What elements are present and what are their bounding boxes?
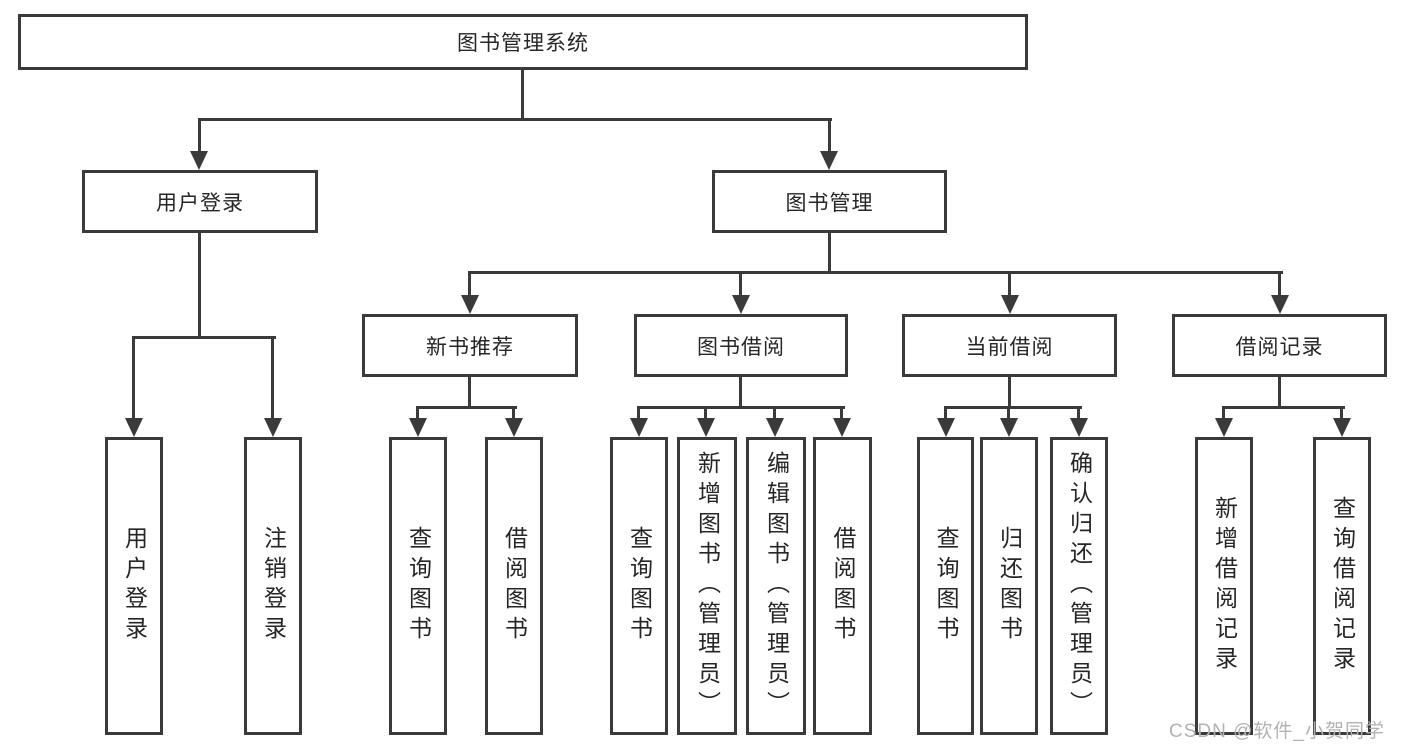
connector-new-book-stem <box>468 377 471 406</box>
arrowhead-down-icon <box>125 418 143 437</box>
connector-leaf <box>637 406 640 420</box>
arrowhead-down-icon <box>1070 418 1088 437</box>
connector-leaf <box>1340 406 1343 420</box>
connector-book-management-split <box>470 271 1283 274</box>
leaf-return-books: 归还图书 <box>980 437 1038 735</box>
connector-leaf <box>512 406 515 420</box>
leaf-add-books-admin: 新增图书（管理员） <box>677 437 737 735</box>
connector-leaf <box>704 406 707 420</box>
node-borrow-records: 借阅记录 <box>1172 314 1387 377</box>
leaf-confirm-return-admin: 确认归还（管理员） <box>1050 437 1108 735</box>
connector-root-stem <box>521 70 524 118</box>
arrowhead-down-icon <box>1215 418 1233 437</box>
connector-to-leaf-logout <box>271 336 274 420</box>
connector-to-leaf-user-login <box>132 336 135 420</box>
connector-leaf <box>944 406 947 420</box>
connector-leaf <box>1077 406 1080 420</box>
node-book-management: 图书管理 <box>712 170 947 233</box>
csdn-watermark: CSDN @软件_小贺同学 <box>1169 721 1385 742</box>
node-user-login: 用户登录 <box>82 170 318 233</box>
connector-book-borrow-stem <box>739 377 742 406</box>
connector-book-borrow-split <box>639 406 845 409</box>
arrowhead-down-icon <box>1001 295 1019 314</box>
arrowhead-down-icon <box>1271 295 1289 314</box>
connector-borrow-records-split <box>1224 406 1345 409</box>
node-book-borrow: 图书借阅 <box>634 314 848 377</box>
leaf-user-login: 用户登录 <box>105 437 163 735</box>
arrowhead-down-icon <box>833 418 851 437</box>
arrowhead-down-icon <box>190 151 208 170</box>
arrowhead-down-icon <box>264 418 282 437</box>
connector-leaf <box>416 406 419 420</box>
arrowhead-down-icon <box>937 418 955 437</box>
arrowhead-down-icon <box>766 418 784 437</box>
leaf-logout: 注销登录 <box>244 437 302 735</box>
arrowhead-down-icon <box>697 418 715 437</box>
arrowhead-down-icon <box>1000 418 1018 437</box>
leaf-add-borrow-record: 新增借阅记录 <box>1195 437 1253 735</box>
connector-user-login-split <box>134 336 276 339</box>
arrowhead-down-icon <box>732 295 750 314</box>
node-new-book-recommend: 新书推荐 <box>362 314 578 377</box>
connector-leaf <box>840 406 843 420</box>
connector-to-book-management <box>828 118 831 153</box>
leaf-query-borrow-record: 查询借阅记录 <box>1313 437 1371 735</box>
arrowhead-down-icon <box>409 418 427 437</box>
connector-leaf <box>773 406 776 420</box>
connector-borrow-records-stem <box>1278 377 1281 406</box>
leaf-borrow-books-recommend: 借阅图书 <box>485 437 543 735</box>
connector-to-current-borrow <box>1008 271 1011 297</box>
leaf-edit-books-admin: 编辑图书（管理员） <box>746 437 806 735</box>
connector-leaf <box>1222 406 1225 420</box>
leaf-query-books-current: 查询图书 <box>917 437 974 735</box>
connector-book-management-stem <box>828 233 831 271</box>
connector-to-user-login <box>198 118 201 153</box>
connector-to-book-borrow <box>739 271 742 297</box>
leaf-query-books-borrow: 查询图书 <box>610 437 668 735</box>
arrowhead-down-icon <box>505 418 523 437</box>
connector-user-login-stem <box>198 233 201 336</box>
arrowhead-down-icon <box>1333 418 1351 437</box>
arrowhead-down-icon <box>461 295 479 314</box>
node-current-borrow: 当前借阅 <box>902 314 1117 377</box>
connector-root-split <box>199 118 832 121</box>
node-library-management-system: 图书管理系统 <box>18 14 1028 70</box>
connector-to-borrow-records <box>1278 271 1281 297</box>
leaf-borrow-books: 借阅图书 <box>813 437 872 735</box>
connector-to-new-book <box>468 271 471 297</box>
arrowhead-down-icon <box>820 151 838 170</box>
connector-current-borrow-split <box>946 406 1082 409</box>
connector-leaf <box>1007 406 1010 420</box>
arrowhead-down-icon <box>630 418 648 437</box>
connector-current-borrow-stem <box>1008 377 1011 406</box>
leaf-query-books-recommend: 查询图书 <box>389 437 447 735</box>
connector-new-book-split <box>418 406 517 409</box>
